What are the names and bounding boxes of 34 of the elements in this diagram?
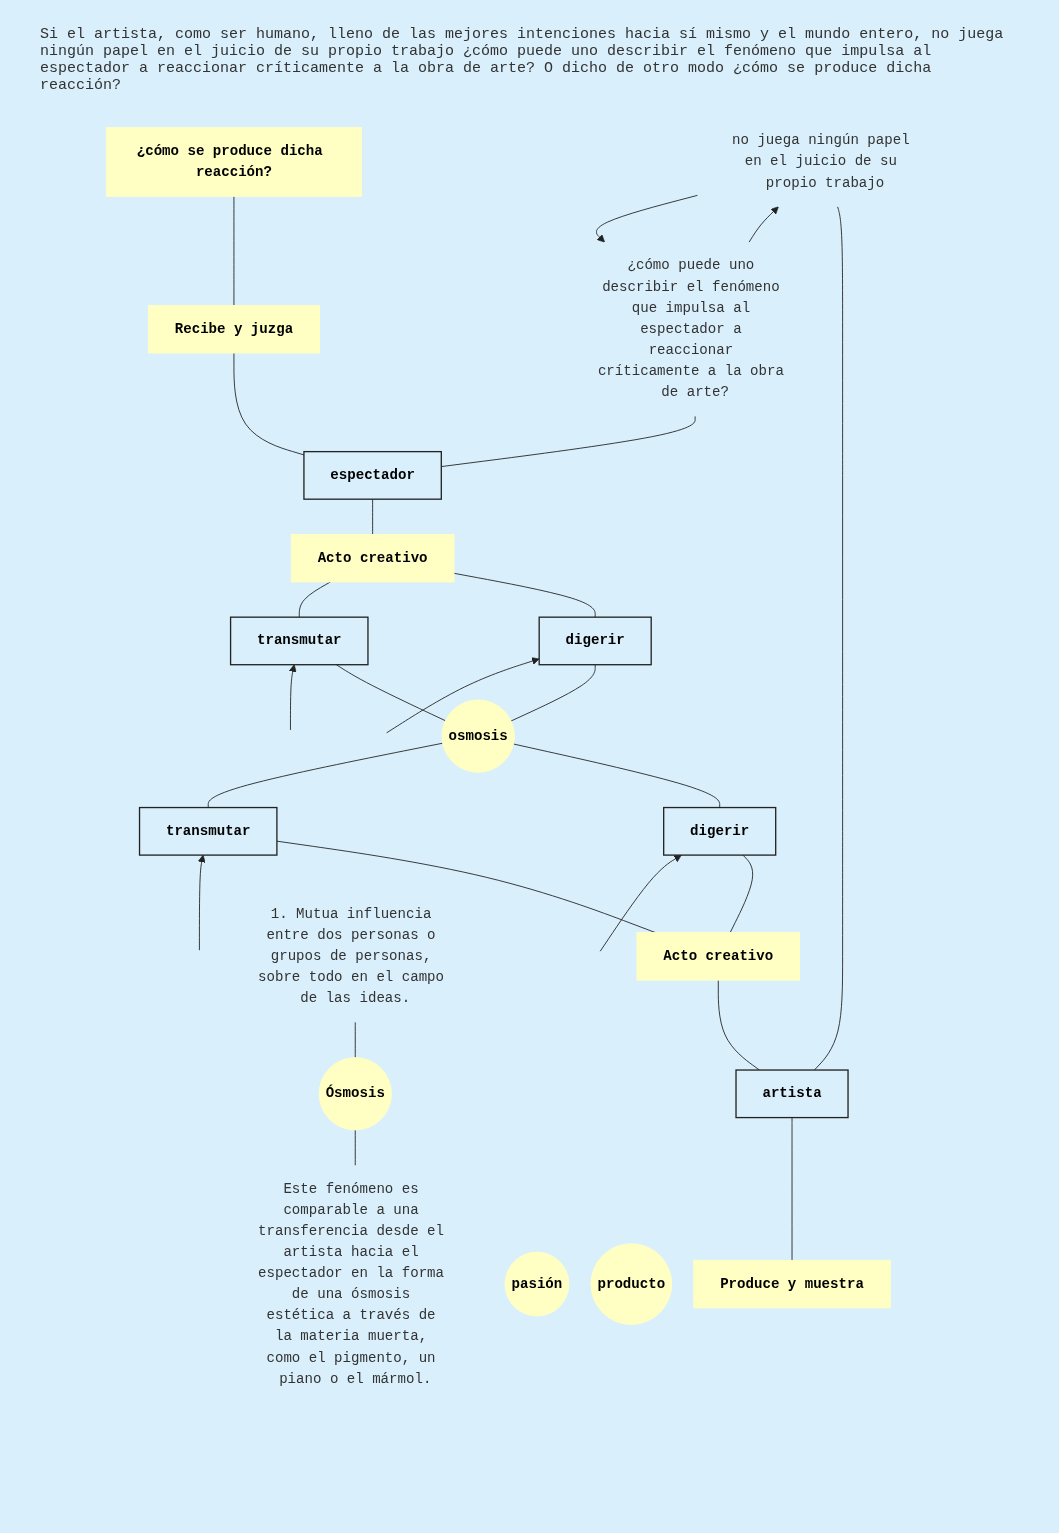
node-box: Recibe y juzga [147, 305, 320, 354]
node-circle: producto [590, 1243, 673, 1325]
connector [335, 664, 446, 722]
node-box: transmutar [138, 806, 278, 856]
connector [729, 854, 754, 934]
connector [791, 1117, 793, 1261]
connector [276, 840, 656, 934]
connector [510, 664, 596, 722]
node-circle: Ósmosis [318, 1057, 392, 1131]
connector [513, 743, 721, 808]
connector [354, 1129, 356, 1166]
node-text: ¿cómo puede uno describir el fenómeno que impulsa al espectador a reaccionar críticamente a la obra de arte? [597, 257, 784, 401]
node-box: transmutar [229, 616, 369, 666]
node-text: 1. Mutua influencia entre dos personas o grupos de personas, sobre todo en el campo de las ideas. [258, 906, 445, 1007]
node-box: digerir [663, 806, 777, 856]
node-circle: pasión [504, 1251, 570, 1317]
connector [813, 206, 844, 1071]
connector [354, 1021, 356, 1059]
note-text: Si el artista, como ser humano, lleno de las mejores intenciones hacia sí mismo y el mundo entero, no juega ningún papel en el juicio de su propio trabajo ¿cómo puede uno describir el fenómeno que impulsa al espectador a reaccionar críticamente a la obra de arte? O dicho de otro modo ¿cómo se produce dicha reacción? [40, 26, 1005, 94]
connector [717, 979, 760, 1071]
node-text: no juega ningún papel en el juicio de su propio trabajo [732, 132, 910, 192]
connector [372, 498, 374, 535]
node-box: Acto creativo [290, 533, 455, 583]
connector [207, 742, 444, 808]
connector [453, 572, 596, 618]
connector [298, 581, 331, 618]
node-box: ¿cómo se produce dicha reacción? [105, 127, 363, 197]
node-box: digerir [538, 616, 652, 666]
node-box: Produce y muestra [693, 1259, 891, 1309]
node-box: espectador [303, 450, 442, 500]
node-box: Acto creativo [636, 932, 801, 981]
node-box: artista [735, 1069, 849, 1119]
node-text: Este fenómeno es comparable a una transferencia desde el artista hacia el espectador en la forma de una ósmosis estética a través de la materia muerta, como el pigmento, un piano o el mármol. [258, 1181, 445, 1388]
node-circle: osmosis [441, 699, 515, 773]
